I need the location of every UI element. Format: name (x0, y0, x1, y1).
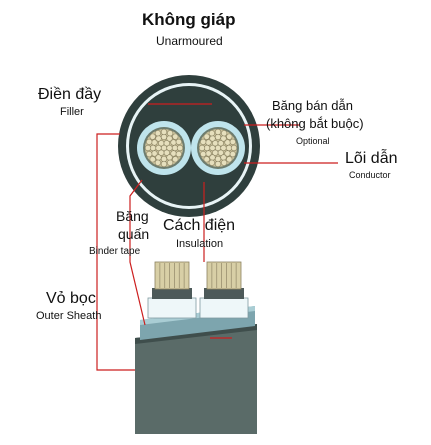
side-insulation-left (147, 297, 197, 319)
leader-lines (96, 103, 338, 371)
semiconductive-tape-label-en: Optional (296, 136, 330, 146)
outer-sheath-label-en: Outer Sheath (36, 310, 102, 322)
binder-tape-label-en: Binder tape (89, 246, 141, 257)
side-conductor-right (206, 261, 242, 290)
leader-outer-sheath (96, 133, 135, 371)
binder-tape-label-vi-1: Băng (116, 208, 149, 224)
side-insulation-right (199, 297, 249, 319)
core-left-strands (144, 128, 184, 168)
conductor-label-vi: Lõi dẫn (345, 150, 398, 167)
semiconductive-tape-label-vi-2: (không bắt buộc) (266, 116, 364, 131)
conductor-label-en: Conductor (349, 170, 391, 180)
core-right-strands (198, 128, 238, 168)
core-right (191, 121, 245, 175)
filler-label-en: Filler (60, 106, 84, 118)
core-left (137, 121, 191, 175)
side-conductor-left (154, 261, 190, 290)
filler-label-vi: Điền đầy (38, 86, 102, 103)
outer-sheath-label-vi: Vỏ bọc (46, 290, 96, 307)
semiconductive-tape-label-vi-1: Băng bán dẫn (272, 98, 353, 113)
side-outer-sheath (135, 324, 257, 434)
title-en: Unarmoured (156, 34, 223, 48)
binder-tape-label-vi-2: quấn (118, 226, 150, 242)
leader-binder-tape (129, 179, 146, 326)
side-semicon-left (152, 288, 192, 299)
insulation-label-vi: Cách điện (163, 217, 236, 234)
title-vi: Không giáp (142, 10, 236, 29)
cable-cross-section (118, 75, 260, 217)
cable-side-view (135, 261, 257, 434)
insulation-label-en: Insulation (176, 238, 224, 250)
side-semicon-right (204, 288, 244, 299)
